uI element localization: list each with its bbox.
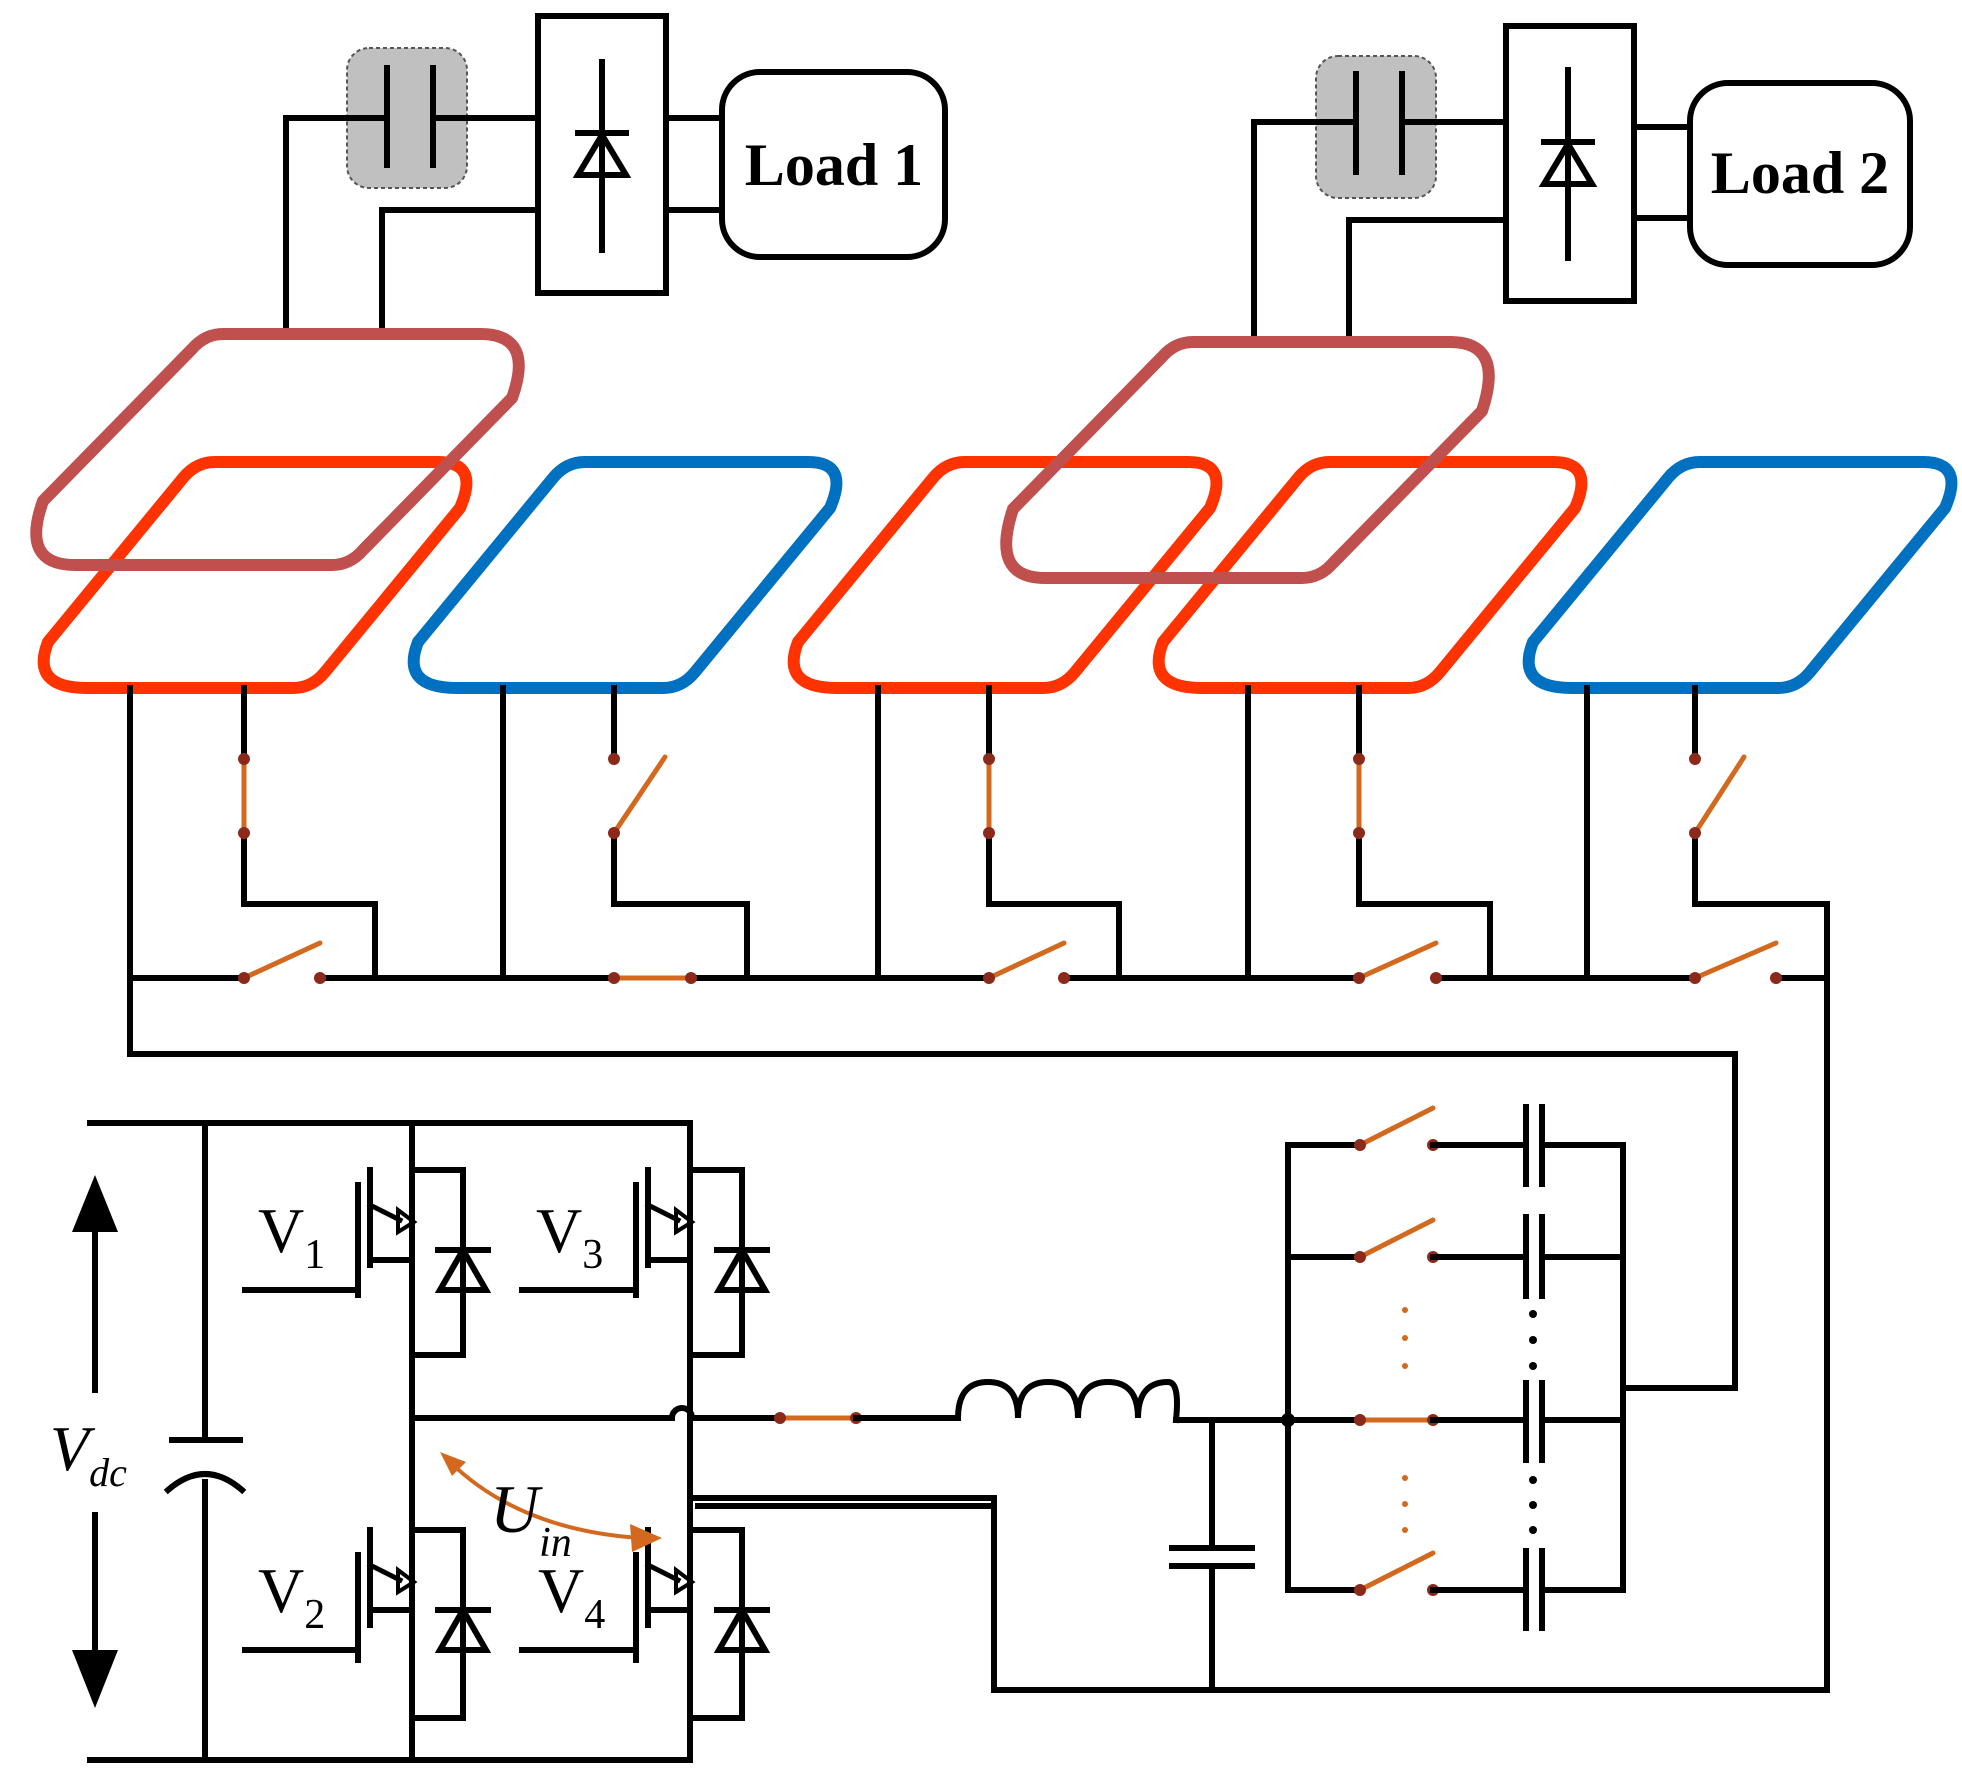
- arrow-icon: [72, 1175, 118, 1393]
- ellipsis-icon: [1402, 1475, 1537, 1534]
- diode-icon: [409, 1527, 492, 1721]
- uin-label: Uin: [490, 1471, 572, 1566]
- v3-label: V3: [536, 1195, 603, 1278]
- resonant-compensation-network: [774, 1104, 1626, 1693]
- vdc-label: Vdc: [50, 1413, 127, 1495]
- transmitter-coil-1: [37, 456, 473, 694]
- transmitter-coil-2: [407, 456, 843, 694]
- receiver-2: Load 2: [1251, 23, 1913, 345]
- uin-arrow-icon: [440, 1452, 662, 1552]
- rectifier-diode-icon: [572, 59, 632, 253]
- switch-icon: [1689, 940, 1782, 984]
- full-bridge-inverter: Vdc V1: [50, 1120, 997, 1763]
- receiver-1: Load 1: [283, 13, 948, 337]
- transmitter-coil-3: [787, 456, 1223, 694]
- switch-icon: [983, 940, 1070, 984]
- switch-matrix: [127, 685, 1830, 1693]
- diode-icon: [687, 1527, 771, 1721]
- switch-icon: [238, 940, 326, 984]
- arrow-icon: [72, 1512, 118, 1708]
- diode-icon: [409, 1167, 492, 1358]
- mosfet-v3: [519, 1120, 743, 1298]
- switch-icon: [983, 753, 995, 839]
- switch-icon: [1353, 940, 1442, 984]
- switch-icon: [1354, 1414, 1439, 1426]
- switch-icon: [608, 972, 697, 984]
- mosfet-v1: [242, 1120, 465, 1298]
- switch-icon: [1354, 1217, 1439, 1263]
- load-1-box: [719, 69, 948, 260]
- inductor-icon: [954, 1378, 1180, 1424]
- receiver-2-capacitor-shade: [1315, 55, 1437, 199]
- rectifier-diode-icon: [1538, 67, 1598, 261]
- switch-icon: [1354, 1105, 1439, 1151]
- receiver-1-rectifier-box: [535, 13, 669, 296]
- receiver-coil-group: [30, 328, 1495, 584]
- switch-icon: [1689, 753, 1747, 839]
- v1-label: V1: [258, 1195, 325, 1278]
- switch-icon: [774, 1412, 862, 1424]
- transmitter-coil-4: [1152, 456, 1588, 694]
- receiver-coil-2: [1000, 336, 1495, 584]
- load-2-label: Load 2: [1711, 140, 1889, 206]
- dc-link-capacitor-icon: [163, 1437, 247, 1495]
- switch-icon: [608, 753, 668, 839]
- v4-label: V4: [538, 1555, 605, 1638]
- switch-icon: [238, 753, 250, 839]
- v2-label: V2: [258, 1555, 325, 1638]
- load-1-label: Load 1: [745, 132, 923, 198]
- switch-icon: [1354, 1550, 1439, 1596]
- ellipsis-icon: [1402, 1307, 1537, 1370]
- receiver-coil-1: [30, 328, 525, 571]
- diode-icon: [687, 1167, 771, 1358]
- transmitter-coil-5: [1522, 456, 1958, 694]
- receiver-2-rectifier-box: [1503, 23, 1637, 304]
- load-2-box: [1687, 80, 1913, 268]
- switch-icon: [1353, 753, 1365, 839]
- transmitter-coil-array: [37, 456, 1958, 694]
